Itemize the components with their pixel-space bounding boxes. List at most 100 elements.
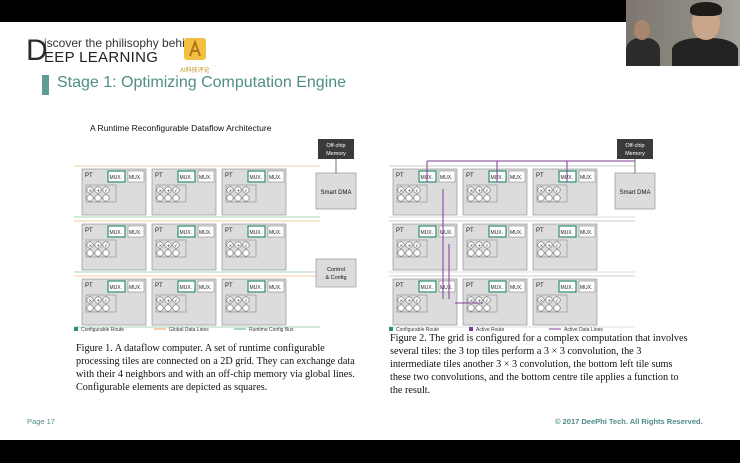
op-circle xyxy=(172,249,180,257)
op-circle xyxy=(102,186,110,194)
op-circle xyxy=(102,241,110,249)
figure-1-diagram: A Runtime Reconfigurable Dataflow Archit… xyxy=(70,117,370,337)
mux-label: MUX. xyxy=(110,175,123,181)
op-circle xyxy=(397,241,405,249)
op-circle xyxy=(172,241,180,249)
op-circle xyxy=(537,304,545,312)
op-circle xyxy=(467,249,475,257)
op-circle xyxy=(164,304,172,312)
op-circle xyxy=(234,249,242,257)
tile-label: PT xyxy=(155,173,163,179)
mux-box xyxy=(197,280,215,293)
mux-label: MUX. xyxy=(580,175,593,181)
mux-label: MUX. xyxy=(110,285,123,291)
mux-label: MUX. xyxy=(510,175,523,181)
op-circle xyxy=(156,241,164,249)
op-symbol: + xyxy=(408,188,412,194)
op-circle xyxy=(156,186,164,194)
op-symbol: √ xyxy=(416,188,419,194)
mux-box xyxy=(438,280,456,293)
op-symbol: × xyxy=(470,243,474,249)
op-symbol: + xyxy=(548,188,552,194)
mux-box xyxy=(127,170,145,183)
op-circle xyxy=(94,296,102,304)
tile-label: PT xyxy=(536,173,544,179)
video-person-1-hair xyxy=(690,2,722,16)
mux-label: MUX. xyxy=(580,285,593,291)
op-circle xyxy=(553,249,561,257)
mux-label: MUX. xyxy=(250,285,263,291)
op-symbol: √ xyxy=(486,243,489,249)
op-circle xyxy=(226,304,234,312)
mux-label: MUX. xyxy=(129,230,142,236)
mux-label: MUX. xyxy=(561,230,574,236)
page-title: Stage 1: Optimizing Computation Engine xyxy=(57,74,347,91)
mux-label: MUX. xyxy=(199,175,212,181)
mux-label: MUX. xyxy=(561,285,574,291)
op-circle xyxy=(545,241,553,249)
mux-box xyxy=(578,280,596,293)
op-circle xyxy=(86,249,94,257)
op-circle xyxy=(545,186,553,194)
op-circle xyxy=(164,249,172,257)
mux-box xyxy=(107,280,126,293)
op-circle xyxy=(405,194,413,202)
op-circle xyxy=(226,296,234,304)
mux-label: MUX. xyxy=(199,285,212,291)
op-circle xyxy=(483,249,491,257)
webcam-video xyxy=(626,0,740,66)
op-circle xyxy=(537,249,545,257)
figure-2-diagram: PTMUX.MUX.×+√PTMUX.MUX.×+√PTMUX.MUX.×+√P… xyxy=(385,117,685,337)
op-circle xyxy=(234,241,242,249)
op-circle xyxy=(172,186,180,194)
mux-label: MUX. xyxy=(440,285,453,291)
op-circle xyxy=(242,241,250,249)
op-group xyxy=(155,294,187,313)
mux-box xyxy=(177,280,196,293)
op-circle xyxy=(94,241,102,249)
op-circle xyxy=(475,304,483,312)
mux-box xyxy=(177,170,196,183)
mux-box xyxy=(247,280,266,293)
mux-box xyxy=(247,170,266,183)
op-circle xyxy=(413,249,421,257)
tile-label: PT xyxy=(85,228,93,234)
op-symbol: + xyxy=(478,243,482,249)
op-symbol: + xyxy=(237,243,241,249)
op-symbol: + xyxy=(167,298,171,304)
tile-label: PT xyxy=(225,173,233,179)
mux-label: MUX. xyxy=(421,285,434,291)
op-circle xyxy=(553,304,561,312)
op-circle xyxy=(172,304,180,312)
op-circle xyxy=(242,186,250,194)
video-person-1 xyxy=(672,38,738,66)
mux-label: MUX. xyxy=(580,230,593,236)
smart-dma-label: Smart DMA xyxy=(320,190,351,196)
op-group xyxy=(536,239,568,258)
op-circle xyxy=(226,194,234,202)
op-circle xyxy=(164,186,172,194)
ai-logo-icon xyxy=(184,38,206,60)
op-symbol: × xyxy=(159,188,163,194)
op-symbol: × xyxy=(540,298,544,304)
op-symbol: √ xyxy=(105,243,108,249)
op-circle xyxy=(483,186,491,194)
op-circle xyxy=(405,304,413,312)
op-symbol: + xyxy=(408,298,412,304)
op-circle xyxy=(467,304,475,312)
offchip-memory-box xyxy=(318,139,354,159)
mux-box xyxy=(508,280,526,293)
op-circle xyxy=(102,304,110,312)
op-circle xyxy=(242,296,250,304)
mux-box xyxy=(267,280,285,293)
tile-label: PT xyxy=(85,283,93,289)
op-symbol: √ xyxy=(245,188,248,194)
mux-label: MUX. xyxy=(110,230,123,236)
legend-label: Configurable Route xyxy=(396,327,439,333)
op-group xyxy=(466,184,498,203)
op-circle xyxy=(483,304,491,312)
op-circle xyxy=(86,304,94,312)
mux-label: MUX. xyxy=(269,230,282,236)
logo-line-2: EEP LEARNING xyxy=(44,49,159,66)
control-label-2: & Config xyxy=(325,275,346,281)
